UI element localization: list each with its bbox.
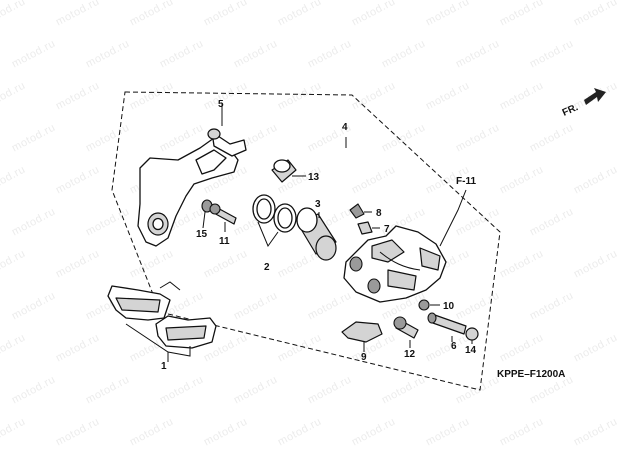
pad-spring: [341, 321, 383, 352]
pin-bolt-rear: [427, 312, 467, 342]
piston: [296, 207, 337, 261]
callout-6: 6: [451, 341, 457, 352]
plug: [465, 327, 479, 344]
callout-5: 5: [218, 99, 224, 110]
caliper-bracket: [137, 104, 247, 247]
callout-10: 10: [443, 301, 455, 312]
piston-seals: [252, 194, 297, 248]
slide-pin-boot: [271, 159, 306, 183]
collar: [418, 299, 440, 311]
leader-f11: [439, 189, 467, 247]
pad-pin: [393, 316, 419, 348]
bleeder-cap: [357, 221, 380, 235]
callout-8: 8: [376, 208, 382, 219]
front-direction-arrow-icon: [584, 88, 606, 105]
callout-11: 11: [219, 236, 230, 247]
callout-12: 12: [404, 349, 416, 360]
pin-bolt: [209, 203, 237, 232]
callout-2: 2: [264, 262, 270, 273]
callout-4: 4: [342, 122, 348, 133]
callout-7: 7: [384, 224, 390, 235]
assembly-outline: [111, 91, 501, 391]
callout-9: 9: [361, 352, 367, 363]
brake-pads: [107, 281, 217, 362]
callout-13: 13: [308, 172, 320, 183]
diagram-code: KPPE–F1200A: [497, 369, 565, 380]
direction-label: FR.: [561, 102, 580, 119]
callout-1: 1: [161, 361, 167, 372]
callout-14: 14: [465, 345, 477, 356]
callout-3: 3: [315, 199, 321, 210]
callout-15: 15: [196, 229, 208, 240]
bleeder-screw: [349, 203, 372, 219]
reference-label: F-11: [456, 176, 476, 187]
caliper-body: [343, 225, 447, 303]
pin-boot: [201, 199, 213, 229]
